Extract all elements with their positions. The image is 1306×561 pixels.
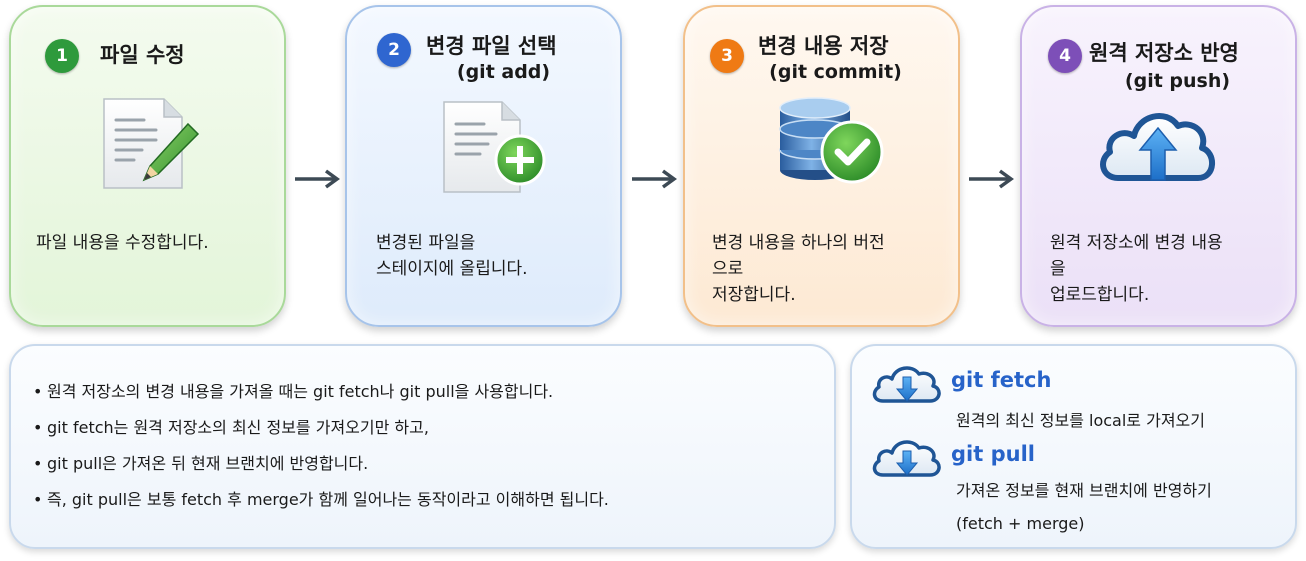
arrow-right-icon (295, 169, 340, 189)
note-item: •git pull은 가져온 뒤 현재 브랜치에 반영합니다. (33, 454, 369, 473)
step-description: 변경 내용을 하나의 버전 으로 저장합니다. (712, 233, 885, 305)
step-number-badge: 3 (710, 39, 744, 73)
add-document-icon (443, 101, 546, 193)
git-pull-label: git pull (951, 442, 1035, 466)
step-number-badge: 4 (1048, 39, 1082, 73)
git-pull-detail: (fetch + merge) (956, 514, 1085, 533)
note-item: •즉, git pull은 보통 fetch 후 merge가 함께 일어나는 … (33, 490, 609, 509)
step-command: (git add) (456, 61, 551, 83)
git-pull-description: 가져온 정보를 현재 브랜치에 반영하기 (956, 481, 1212, 500)
notes-panel: •원격 저장소의 변경 내용을 가져올 때는 git fetch나 git pu… (9, 344, 836, 549)
step-title: 원격 저장소 반영 (1089, 41, 1239, 65)
git-fetch-label: git fetch (951, 368, 1052, 392)
step-title: 변경 파일 선택 (426, 34, 557, 58)
step-number-badge: 2 (377, 33, 411, 67)
step-title: 파일 수정 (100, 43, 185, 67)
step-command: (git commit) (769, 61, 902, 83)
step-command: (git push) (1124, 70, 1231, 92)
cloud-download-icon (872, 366, 941, 403)
step-description: 파일 내용을 수정합니다. (36, 233, 209, 253)
cloud-upload-icon (1100, 113, 1215, 181)
note-item: •git fetch는 원격 저장소의 최신 정보를 가져오기만 하고, (33, 418, 429, 437)
note-item: •원격 저장소의 변경 내용을 가져올 때는 git fetch나 git pu… (33, 382, 554, 401)
step-description: 원격 저장소에 변경 내용 을 업로드합니다. (1050, 233, 1223, 305)
arrow-right-icon (632, 169, 677, 189)
git-fetch-description: 원격의 최신 정보를 local로 가져오기 (956, 411, 1205, 430)
arrow-right-icon (969, 169, 1014, 189)
database-check-icon (779, 97, 884, 184)
step-title: 변경 내용 저장 (758, 34, 889, 58)
commands-panel: git fetch 원격의 최신 정보를 local로 가져오기 git pul… (850, 344, 1297, 549)
edit-document-icon (103, 98, 200, 189)
step-number-badge: 1 (45, 39, 79, 73)
step-description: 변경된 파일을 스테이지에 올립니다. (376, 233, 528, 279)
cloud-download-icon (872, 440, 941, 477)
notes-list: •원격 저장소의 변경 내용을 가져올 때는 git fetch나 git pu… (33, 380, 609, 524)
